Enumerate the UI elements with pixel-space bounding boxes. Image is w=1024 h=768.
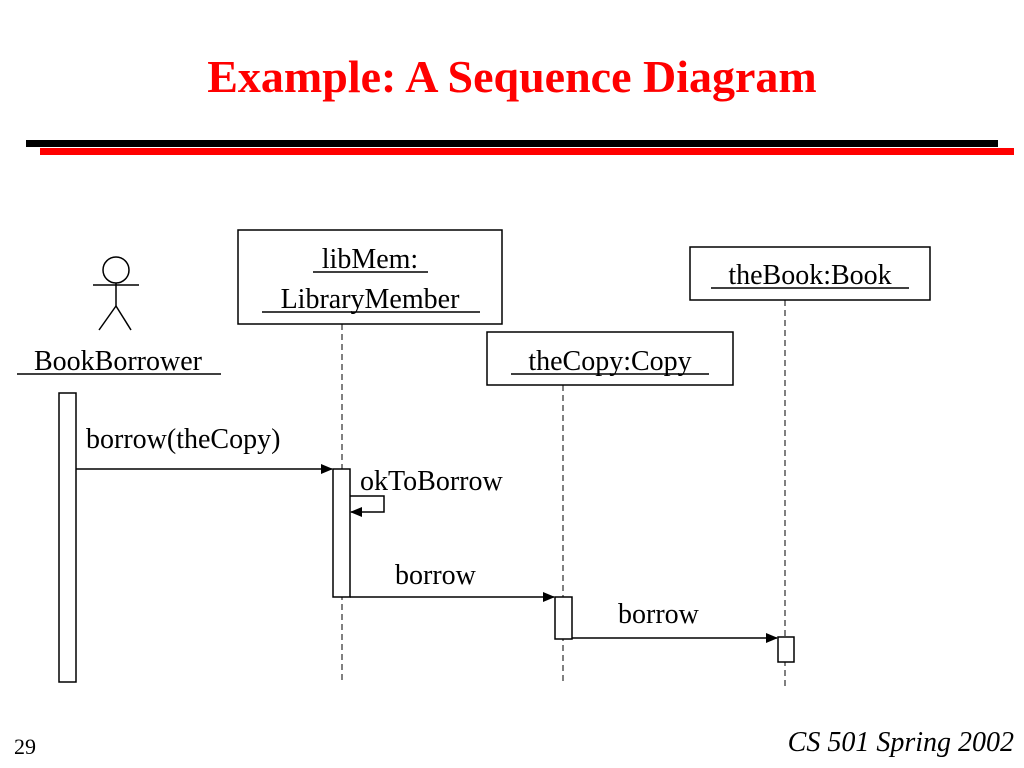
activation-bar-thecopy bbox=[554, 596, 573, 640]
object-box-thebook bbox=[689, 246, 931, 301]
message-label-oktoborrow: okToBorrow bbox=[360, 466, 503, 497]
stick-figure-icon bbox=[93, 256, 139, 331]
object-label-libmem-line2: LibraryMember bbox=[281, 284, 460, 315]
slide-title: Example: A Sequence Diagram bbox=[207, 51, 817, 102]
actor-label: BookBorrower bbox=[34, 346, 203, 377]
footer-course-label: CS 501 Spring 2002 bbox=[787, 727, 1014, 758]
message-arrow-oktoborrow bbox=[350, 495, 385, 517]
message-label-borrow-copy: borrow bbox=[395, 560, 477, 591]
activation-bar-bookborrower bbox=[58, 392, 77, 683]
object-label-libmem-line1: libMem: bbox=[322, 244, 418, 275]
page-number: 29 bbox=[14, 734, 36, 759]
object-label-thecopy: theCopy:Copy bbox=[528, 346, 691, 377]
object-box-thecopy bbox=[486, 331, 734, 386]
message-label-borrow-book: borrow bbox=[618, 599, 700, 630]
title-rule-black bbox=[26, 140, 998, 147]
message-label-borrow-thecopy: borrow(theCopy) bbox=[86, 424, 280, 455]
object-label-thebook: theBook:Book bbox=[728, 260, 891, 291]
object-box-libmem bbox=[237, 229, 503, 325]
title-rule-red bbox=[40, 148, 1014, 155]
activation-bar-libmem bbox=[332, 468, 351, 598]
activation-bar-thebook bbox=[777, 636, 795, 663]
